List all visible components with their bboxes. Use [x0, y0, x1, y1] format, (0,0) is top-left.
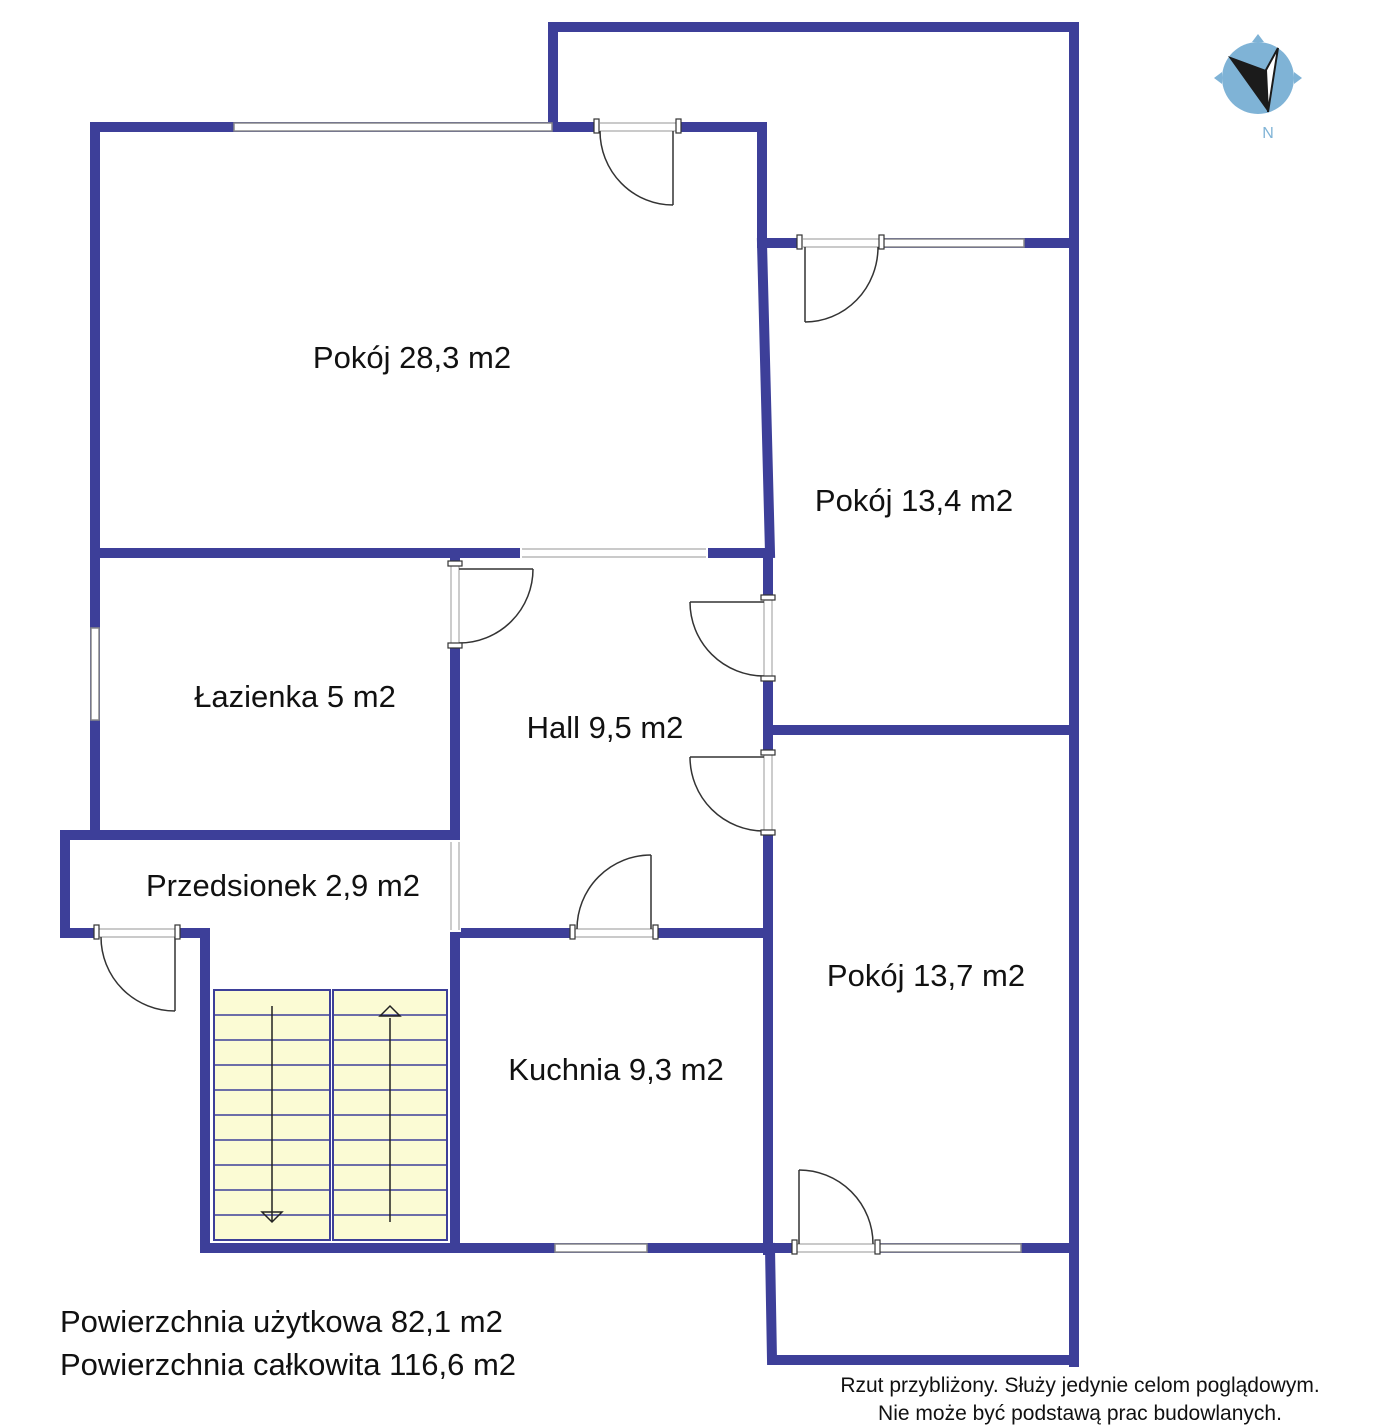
window-room-137-bottom — [876, 1243, 1022, 1253]
room-label-pokoj-134: Pokój 13,4 m2 — [815, 483, 1013, 518]
window-kuchnia — [554, 1243, 648, 1253]
door-frames — [99, 122, 880, 1253]
door-entrance — [100, 936, 176, 1012]
window-room-134-top — [881, 238, 1025, 248]
room-label-hall: Hall 9,5 m2 — [527, 710, 684, 745]
disclaimer: Rzut przybliżony. Służy jedynie celom po… — [800, 1372, 1360, 1428]
window-lazienka — [90, 627, 100, 721]
disclaimer-line-2: Nie może być podstawą prac budowlanych. — [878, 1402, 1282, 1425]
door-lazienka — [458, 568, 534, 644]
usable-area: Powierzchnia użytkowa 82,1 m2 — [60, 1304, 503, 1339]
room-label-pokoj-28: Pokój 28,3 m2 — [313, 340, 511, 375]
doors — [100, 130, 879, 1245]
total-area: Powierzchnia całkowita 116,6 m2 — [60, 1347, 517, 1382]
door-room-137 — [689, 756, 765, 832]
door-room-28-balcony — [599, 130, 674, 206]
room-labels: Pokój 28,3 m2 Pokój 13,4 m2 Łazienka 5 m… — [146, 340, 1025, 1087]
door-openings — [97, 121, 882, 1254]
stair-arrow-up — [378, 1004, 402, 1222]
door-jambs — [93, 118, 885, 1255]
compass-icon: N — [1214, 34, 1302, 142]
staircase — [213, 989, 448, 1241]
area-summary: Powierzchnia użytkowa 82,1 m2 Powierzchn… — [60, 1300, 516, 1386]
door-room-134-balcony — [804, 246, 879, 323]
room-label-pokoj-137: Pokój 13,7 m2 — [827, 958, 1025, 993]
room-label-lazienka: Łazienka 5 m2 — [194, 679, 396, 714]
stair-arrow-down — [260, 1006, 284, 1224]
door-room-137-balcony — [798, 1169, 874, 1245]
disclaimer-line-1: Rzut przybliżony. Służy jedynie celom po… — [840, 1374, 1320, 1397]
room-label-przedsionek: Przedsionek 2,9 m2 — [146, 868, 420, 903]
door-kuchnia — [576, 854, 652, 930]
door-room-134 — [689, 601, 765, 677]
compass-label: N — [1262, 125, 1274, 142]
room-label-kuchnia: Kuchnia 9,3 m2 — [508, 1052, 723, 1087]
window-top-left — [233, 122, 553, 132]
